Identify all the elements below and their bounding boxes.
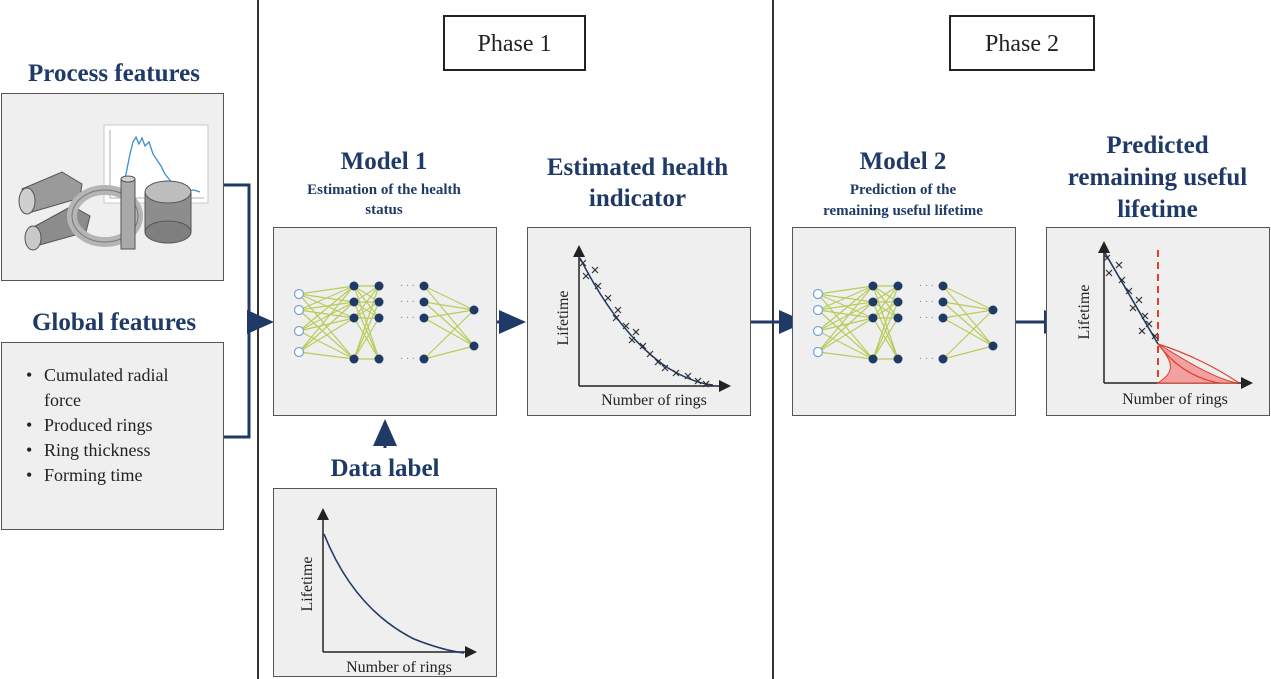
svg-text:· · ·: · · · — [919, 281, 934, 292]
x-axis-label: Number of rings — [346, 659, 452, 675]
model-1-subtitle-line2: status — [365, 202, 403, 218]
x-axis-label: Number of rings — [601, 392, 707, 409]
data-label-title: Data label — [330, 455, 440, 482]
list-item: •Forming time — [26, 465, 143, 485]
data-label-panel: Lifetime Number of rings — [273, 488, 497, 677]
model-1-title: Model 1 — [340, 148, 428, 175]
predicted-rul-plot: Lifetime Number of rings — [1076, 241, 1253, 408]
scatter-points — [579, 259, 710, 388]
list-item: •Ring thickness — [26, 440, 151, 460]
x-axis-label: Number of rings — [1122, 391, 1228, 408]
predicted-rul-panel: Lifetime Number of rings — [1046, 227, 1270, 416]
model-1-panel: · · · · · · · · · · · · — [273, 227, 497, 416]
svg-text:· · ·: · · · — [919, 297, 934, 308]
lifetime-curve — [323, 533, 465, 654]
health-indicator-plot: Lifetime Number of rings — [555, 245, 731, 409]
y-axis-label: Lifetime — [555, 290, 572, 345]
svg-text:· · ·: · · · — [400, 354, 415, 365]
scatter-points — [1103, 254, 1159, 340]
predicted-rul-title-line3: lifetime — [1117, 196, 1198, 223]
process-features-panel — [1, 93, 224, 281]
model-1-subtitle-line1: Estimation of the health — [307, 182, 461, 198]
uncertainty-band-upper — [1157, 343, 1240, 384]
estimated-health-indicator-panel: Lifetime Number of rings — [527, 227, 751, 416]
model-2-title: Model 2 — [859, 148, 947, 175]
global-features-list: •Cumulated radial force •Produced rings … — [24, 363, 168, 488]
phase-1-label: Phase 1 — [443, 15, 586, 71]
fit-curve — [579, 257, 714, 386]
list-item-continuation: force — [44, 390, 81, 410]
y-axis-label: Lifetime — [299, 556, 316, 611]
svg-text:· · ·: · · · — [400, 281, 415, 292]
phase-separator-1 — [257, 0, 259, 679]
svg-text:· · ·: · · · — [400, 313, 415, 324]
uncertainty-band-lower — [1157, 343, 1220, 384]
model-2-subtitle-line1: Prediction of the — [849, 182, 957, 198]
model-2-panel: · · · · · · · · · · · · — [792, 227, 1016, 416]
model-2-subtitle-line2: remaining useful lifetime — [823, 203, 983, 219]
fit-line — [1104, 252, 1159, 345]
list-item: •Produced rings — [26, 415, 153, 435]
svg-text:· · ·: · · · — [400, 297, 415, 308]
process-features-title: Process features — [28, 60, 200, 87]
uncertainty-band — [1156, 343, 1238, 384]
phase-separator-2 — [772, 0, 774, 679]
ring-rolling-machine-icon — [18, 124, 209, 251]
predicted-rul-title-line1: Predicted — [1106, 132, 1209, 159]
y-axis-label: Lifetime — [1076, 284, 1093, 339]
global-features-title: Global features — [31, 309, 197, 336]
estimated-health-indicator-title-line1: Estimated health — [546, 154, 729, 181]
svg-text:· · ·: · · · — [919, 354, 934, 365]
estimated-health-indicator-title-line2: indicator — [588, 185, 687, 212]
neural-network-icon: · · · · · · · · · · · · — [812, 281, 998, 365]
list-item: •Cumulated radial — [26, 365, 169, 385]
data-label-plot: Lifetime Number of rings — [299, 508, 477, 675]
phase-2-label: Phase 2 — [949, 15, 1095, 71]
svg-text:· · ·: · · · — [919, 313, 934, 324]
global-features-panel: •Cumulated radial force •Produced rings … — [1, 342, 224, 530]
neural-network-icon: · · · · · · · · · · · · — [293, 281, 479, 365]
predicted-rul-title-line2: remaining useful — [1067, 164, 1248, 191]
